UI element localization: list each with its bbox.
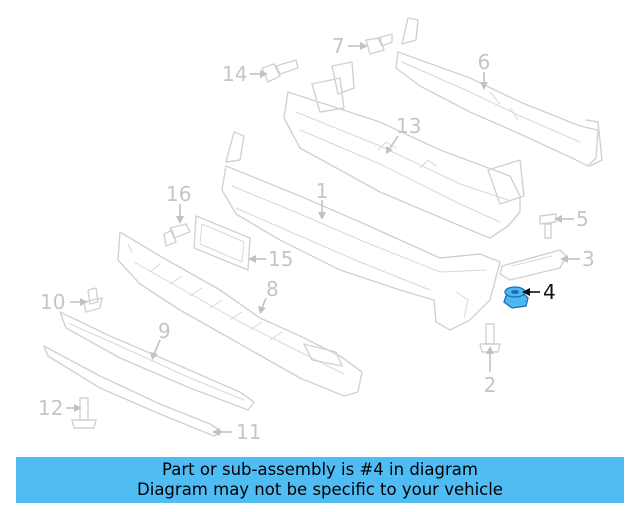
part-3-bracket <box>499 249 567 281</box>
callout-14: 14 <box>222 62 247 86</box>
callout-6: 6 <box>478 50 491 74</box>
parts-diagram: 1 2 3 4 5 6 7 8 9 10 11 12 13 14 15 16 <box>38 17 603 444</box>
part-5-push-pin <box>539 213 557 239</box>
part-4-nut <box>503 286 529 309</box>
part-10-clip <box>83 287 103 313</box>
callout-12: 12 <box>38 396 63 420</box>
callout-7: 7 <box>332 34 345 58</box>
callout-11: 11 <box>236 420 261 444</box>
callout-8: 8 <box>266 277 279 301</box>
part-2-stud <box>479 323 501 353</box>
part-6-upper-rail <box>395 17 603 167</box>
callout-5: 5 <box>576 207 589 231</box>
part-12-stud <box>71 397 97 429</box>
part-15-license-bracket <box>193 215 251 271</box>
callout-2: 2 <box>484 373 497 397</box>
callout-10: 10 <box>40 290 65 314</box>
callout-9: 9 <box>158 319 171 343</box>
callout-13: 13 <box>396 114 421 138</box>
part-9-trim-strip <box>59 311 255 411</box>
banner-line-part: Part or sub-assembly is #4 in diagram <box>162 460 478 479</box>
callout-3: 3 <box>582 247 595 271</box>
part-11-lower-trim <box>43 345 223 437</box>
part-8-lower-valance <box>117 231 363 397</box>
callout-15: 15 <box>268 247 293 271</box>
part-14-bolt <box>261 59 299 83</box>
callout-1: 1 <box>316 179 329 203</box>
callout-16: 16 <box>166 182 191 206</box>
part-13-bumper-beam <box>283 61 525 239</box>
part-1-bumper-cover <box>221 131 501 331</box>
part-7-bolt <box>365 33 393 55</box>
info-banner: Part or sub-assembly is #4 in diagram Di… <box>16 457 624 503</box>
callout-leaders <box>66 42 580 436</box>
callout-4: 4 <box>543 280 556 304</box>
part-16-push-pin <box>163 223 191 247</box>
callout-labels: 1 2 3 4 5 6 7 8 9 10 11 12 13 14 15 16 <box>38 34 595 444</box>
banner-line-disclaimer: Diagram may not be specific to your vehi… <box>137 480 503 499</box>
